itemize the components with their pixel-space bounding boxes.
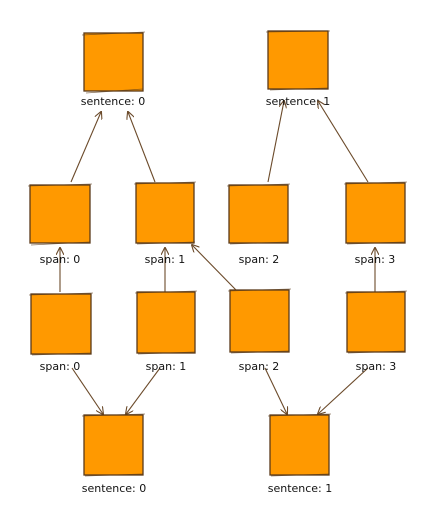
node-top-sentence-1: sentence: 1 [266, 30, 331, 108]
node-bottom-sentence-1: sentence: 1 [268, 413, 333, 495]
edge-upper-span-1-to-top-sentence-0 [128, 112, 156, 183]
node-lower-span-3: span: 3 [344, 290, 408, 373]
node-upper-span-0: span: 0 [27, 183, 93, 266]
node-lower-span-0: span: 0 [28, 292, 94, 373]
node-label: sentence: 0 [82, 482, 147, 495]
edge-lower-span-1-to-bottom-sentence-0 [126, 367, 161, 414]
node-upper-span-2: span: 2 [226, 183, 291, 266]
node-upper-span-3: span: 3 [343, 181, 408, 266]
node-label: span: 3 [355, 253, 396, 266]
node-label: span: 1 [146, 360, 187, 373]
node-label: span: 0 [40, 360, 81, 373]
node-bottom-sentence-0: sentence: 0 [82, 413, 147, 495]
node-lower-span-1: span: 1 [134, 290, 198, 373]
node-label: span: 2 [239, 253, 280, 266]
node-top-sentence-0: sentence: 0 [81, 31, 146, 108]
edge-upper-span-3-to-top-sentence-1 [318, 101, 369, 183]
node-lower-span-2: span: 2 [227, 288, 292, 373]
node-upper-span-1: span: 1 [133, 181, 197, 266]
node-label: span: 3 [356, 360, 397, 373]
node-label: sentence: 1 [268, 482, 333, 495]
node-label: sentence: 0 [81, 95, 146, 108]
node-label: span: 0 [40, 253, 81, 266]
edges [60, 101, 375, 414]
edge-lower-span-2-to-bottom-sentence-1 [264, 367, 287, 414]
node-label: span: 1 [145, 253, 186, 266]
edge-lower-span-2-to-upper-span-1 [192, 245, 237, 291]
node-label: sentence: 1 [266, 95, 331, 108]
edge-upper-span-0-to-top-sentence-0 [70, 112, 101, 183]
edge-upper-span-2-to-top-sentence-1 [267, 101, 284, 183]
edge-lower-span-0-to-bottom-sentence-0 [71, 367, 103, 414]
edge-lower-span-3-to-bottom-sentence-1 [318, 367, 369, 414]
node-label: span: 2 [239, 360, 280, 373]
